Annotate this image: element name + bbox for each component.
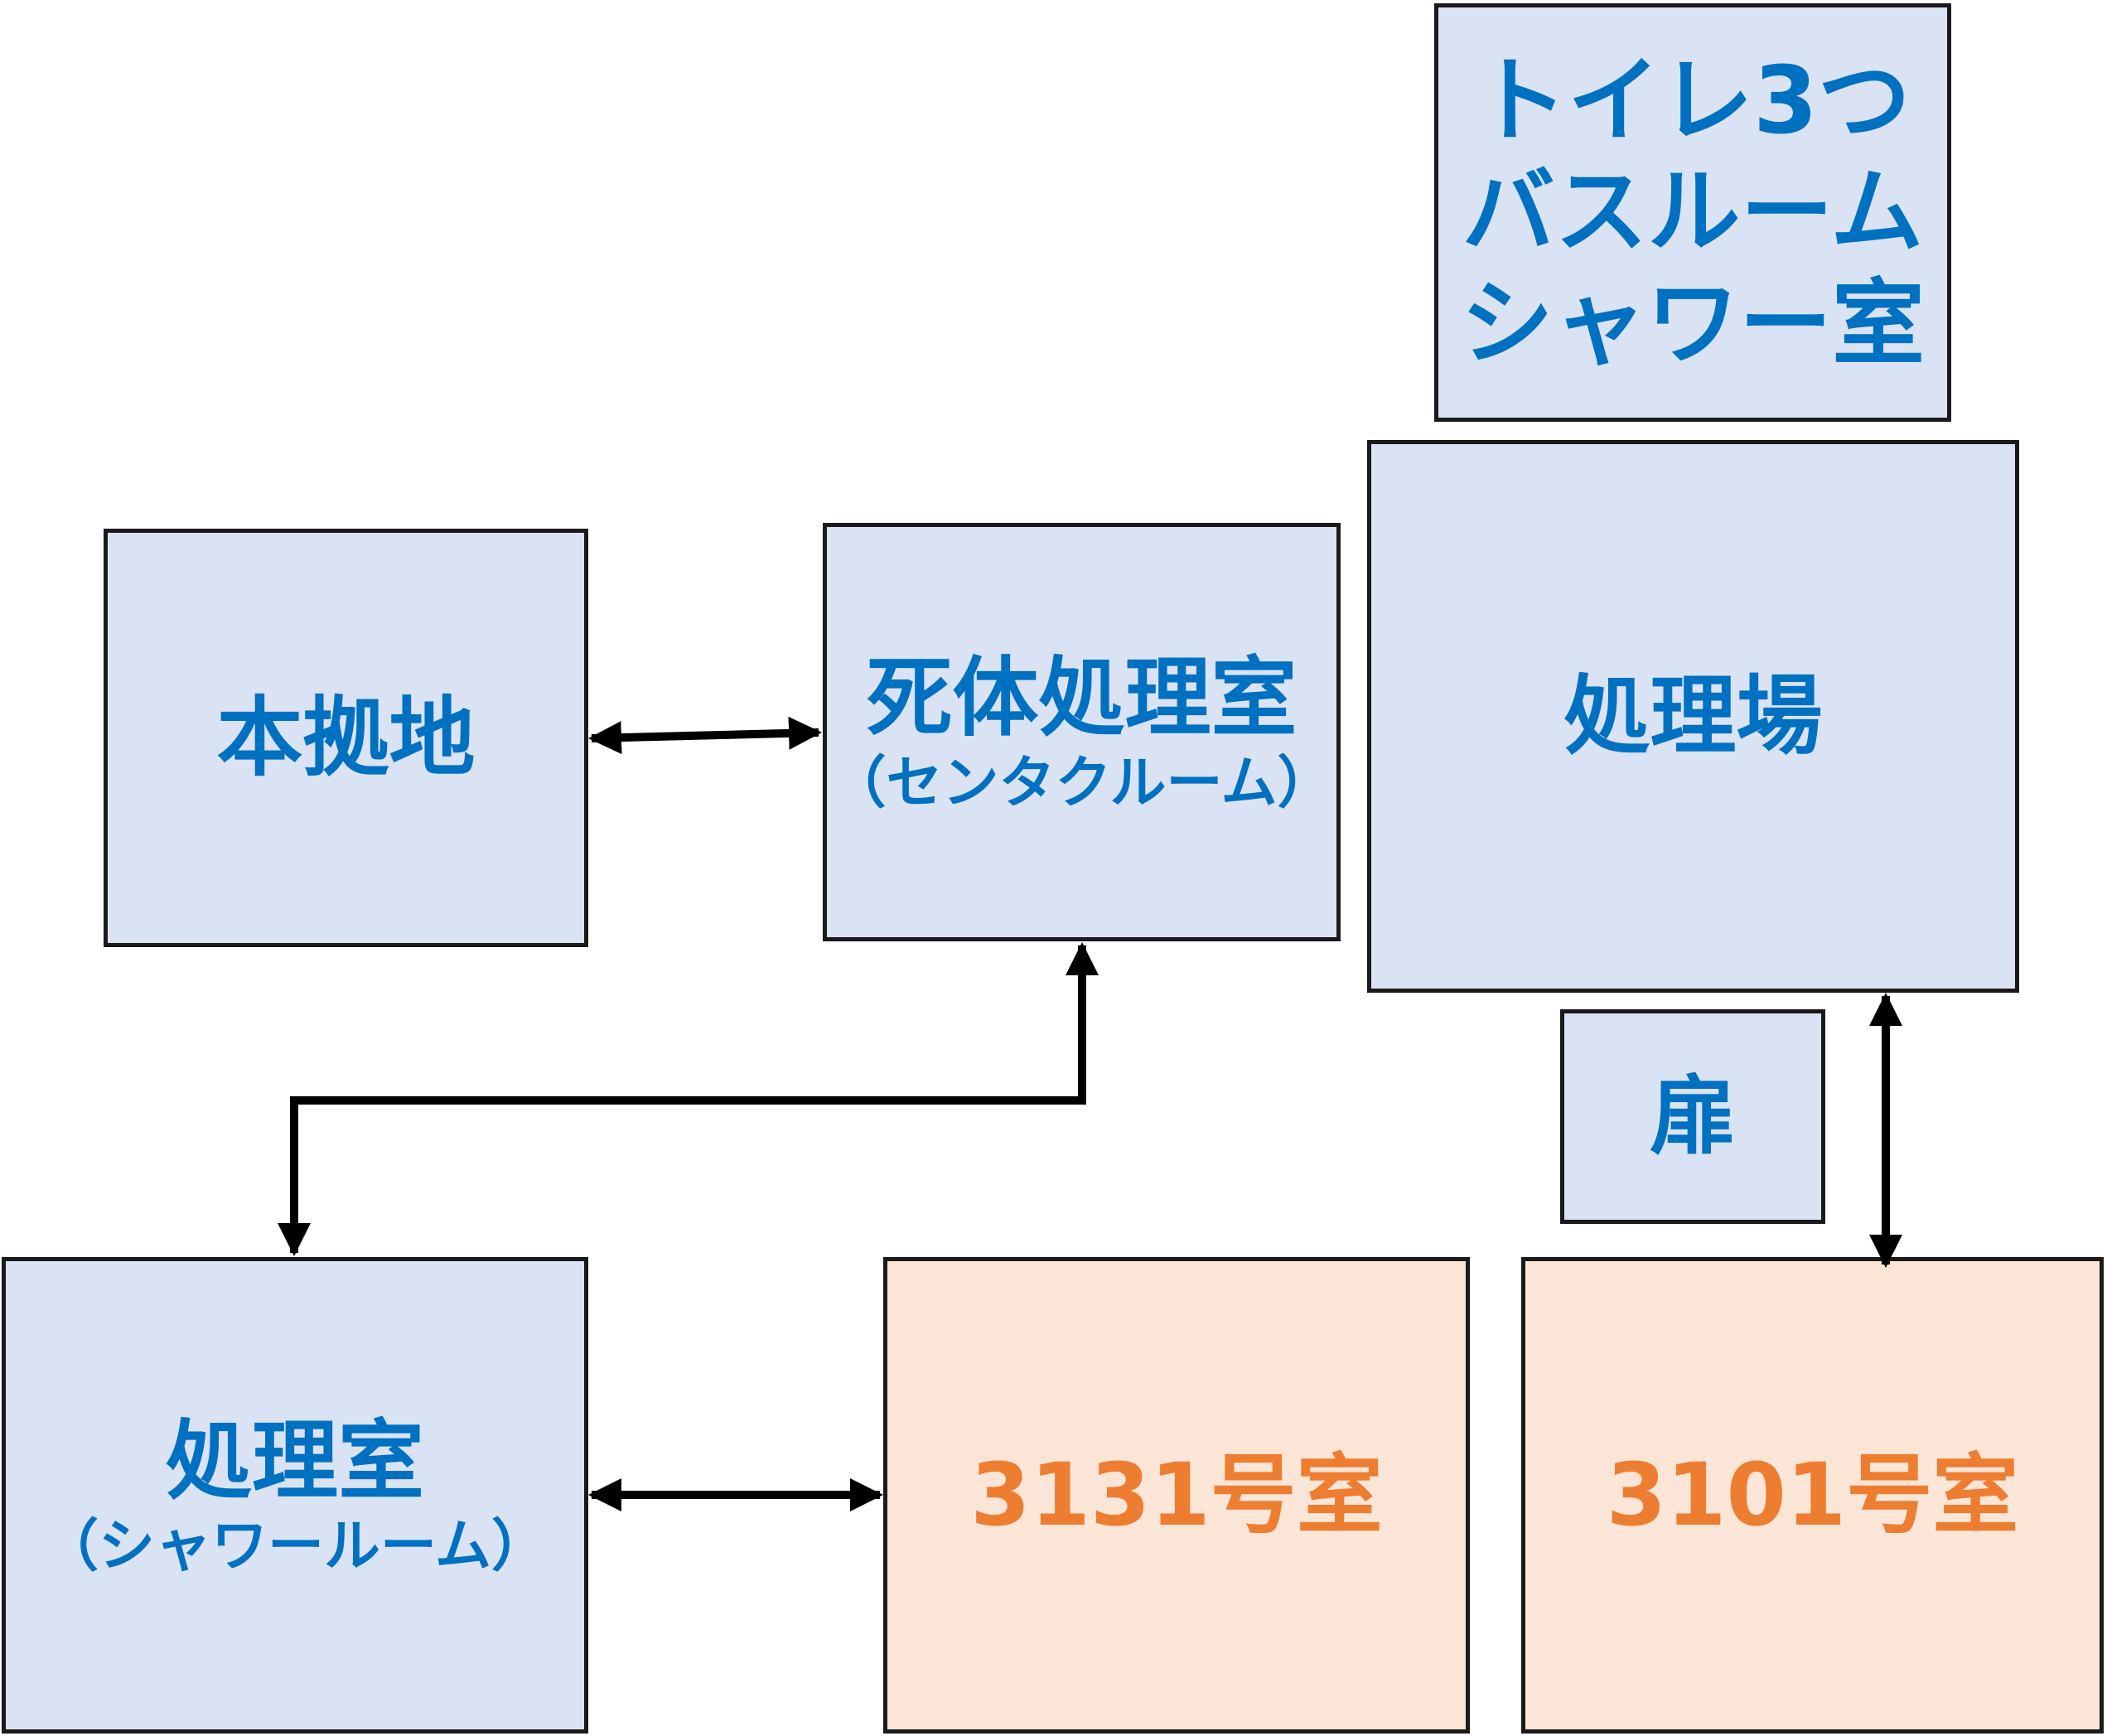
room-3101-label: 3101号室 [1606, 1444, 2019, 1546]
corpse-room-sub: （センタクルーム） [829, 751, 1334, 817]
room-3131-box: 3131号室 [883, 1257, 1470, 1734]
processing-room-sub: （シャワールーム） [42, 1514, 548, 1580]
processing-site-box: 処理場 [1367, 440, 2019, 993]
room-3131-label: 3131号室 [970, 1444, 1383, 1546]
room-3101-box: 3101号室 [1521, 1257, 2104, 1734]
toilet-line-1: トイレ3つ [1475, 46, 1911, 155]
arrow-main-base-corpse-room [588, 716, 822, 755]
main-base-box: 本拠地 [104, 529, 588, 947]
arrow-corpse-room-processing-room [278, 941, 1099, 1257]
toilet-bath-shower-box: トイレ3つ バスルーム シャワー室 [1434, 3, 1951, 422]
main-base-label: 本拠地 [216, 687, 476, 789]
toilet-line-2: バスルーム [1462, 158, 1924, 267]
processing-site-label: 処理場 [1563, 665, 1823, 767]
toilet-line-3: シャワー室 [1461, 269, 1925, 378]
corpse-room-box: 死体処理室 （センタクルーム） [823, 523, 1341, 941]
door-label: 扉 [1649, 1066, 1736, 1168]
door-box: 扉 [1560, 1009, 1825, 1224]
corpse-room-label: 死体処理室 [866, 647, 1298, 749]
processing-room-box: 処理室 （シャワールーム） [2, 1257, 588, 1734]
processing-room-label: 処理室 [165, 1410, 424, 1512]
